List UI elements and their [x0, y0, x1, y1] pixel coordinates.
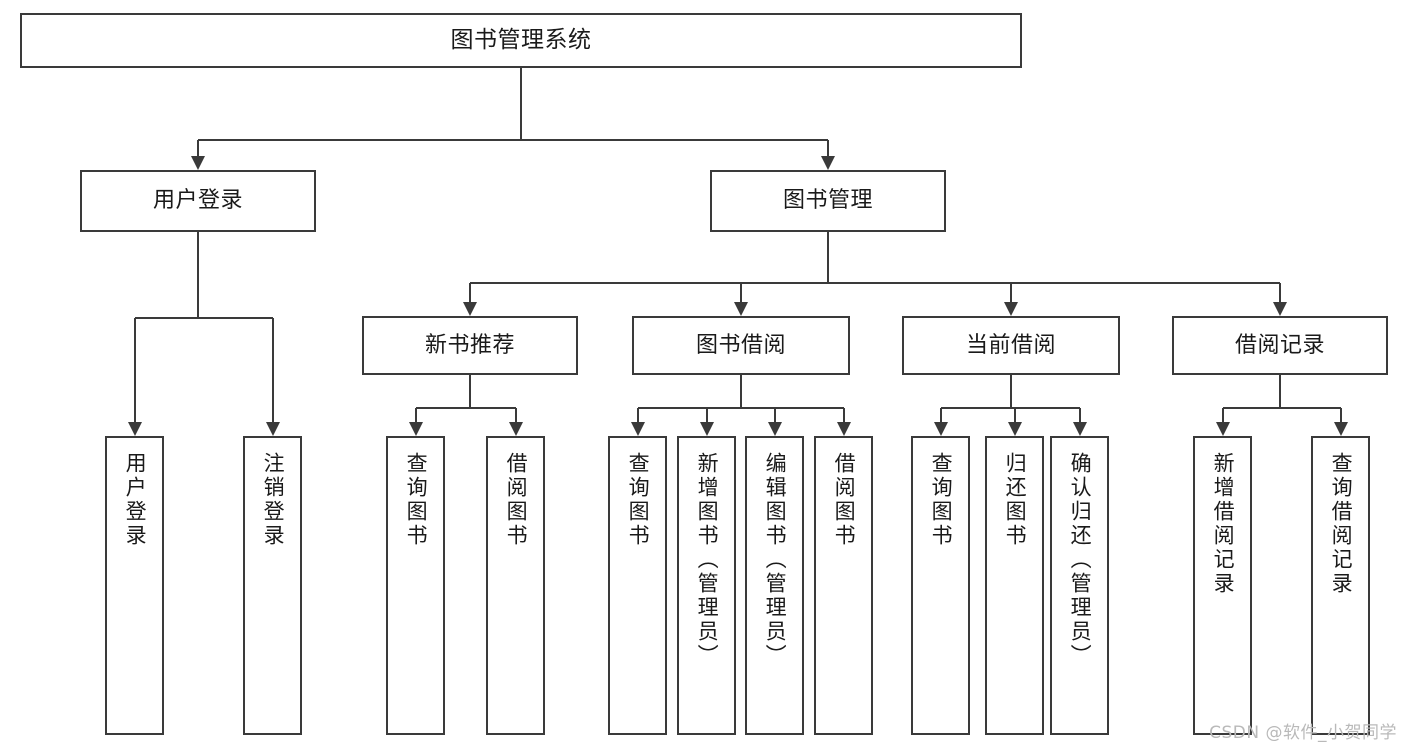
connector-line [271, 318, 274, 423]
node-book-borrow[interactable]: 图书借阅 [632, 316, 850, 375]
node-book-manage[interactable]: 图书管理 [710, 170, 946, 232]
node-label: 新增借阅记录 [1211, 452, 1236, 596]
node-label: 确认归还（管理员） [1068, 452, 1093, 668]
node-leaf-query-book-1[interactable]: 查询图书 [386, 436, 445, 735]
arrow-head-icon [463, 302, 477, 316]
connector-line [198, 139, 828, 141]
connector-line [740, 375, 742, 408]
node-label: 当前借阅 [965, 332, 1056, 358]
node-label: 新增图书（管理员） [695, 452, 720, 668]
node-label: 图书管理 [782, 188, 873, 214]
arrow-head-icon [191, 156, 205, 170]
arrow-head-icon [734, 302, 748, 316]
connector-line [415, 407, 516, 409]
connector-line [414, 408, 417, 423]
connector-line [134, 317, 273, 319]
connector-line [1010, 375, 1012, 408]
node-label: 新书推荐 [424, 332, 515, 358]
arrow-head-icon [1215, 422, 1230, 436]
connector-line [1279, 283, 1281, 303]
node-label: 查询图书 [626, 452, 651, 548]
node-label: 查询图书 [929, 452, 954, 548]
node-leaf-user-logout[interactable]: 注销登录 [243, 436, 302, 735]
arrow-head-icon [1273, 302, 1287, 316]
connector-line [1221, 408, 1224, 423]
node-leaf-query-book-3[interactable]: 查询图书 [911, 436, 970, 735]
connector-line [470, 282, 1280, 284]
connector-line [1279, 375, 1281, 408]
connector-line [827, 140, 829, 157]
arrow-head-icon [265, 422, 280, 436]
arrow-head-icon [127, 422, 142, 436]
connector-line [197, 232, 199, 318]
connector-line [827, 232, 829, 283]
arrow-head-icon [1004, 302, 1018, 316]
arrow-head-icon [508, 422, 523, 436]
connector-line [1078, 408, 1081, 423]
arrow-head-icon [767, 422, 782, 436]
node-new-book-recommend[interactable]: 新书推荐 [362, 316, 578, 375]
node-label: 用户登录 [152, 188, 243, 214]
node-leaf-confirm-return[interactable]: 确认归还（管理员） [1050, 436, 1109, 735]
arrow-head-icon [408, 422, 423, 436]
arrow-head-icon [933, 422, 948, 436]
node-label: 查询借阅记录 [1329, 452, 1354, 596]
node-leaf-add-book[interactable]: 新增图书（管理员） [677, 436, 736, 735]
arrow-head-icon [1072, 422, 1087, 436]
arrow-head-icon [836, 422, 851, 436]
node-leaf-query-record[interactable]: 查询借阅记录 [1311, 436, 1370, 735]
node-label: 注销登录 [261, 452, 286, 548]
node-leaf-user-login[interactable]: 用户登录 [105, 436, 164, 735]
node-user-login[interactable]: 用户登录 [80, 170, 316, 232]
node-label: 编辑图书（管理员） [763, 452, 788, 668]
node-label: 借阅记录 [1234, 332, 1325, 358]
node-label: 归还图书 [1003, 452, 1028, 548]
arrow-head-icon [630, 422, 645, 436]
arrow-head-icon [821, 156, 835, 170]
node-borrow-record[interactable]: 借阅记录 [1172, 316, 1388, 375]
connector-line [637, 407, 844, 409]
connector-line [514, 408, 517, 423]
connector-line [469, 283, 471, 303]
connector-line [133, 318, 136, 423]
node-current-borrow[interactable]: 当前借阅 [902, 316, 1120, 375]
arrow-head-icon [1007, 422, 1022, 436]
connector-line [197, 140, 199, 157]
node-label: 借阅图书 [832, 452, 857, 548]
connector-line [1222, 407, 1341, 409]
node-label: 借阅图书 [504, 452, 529, 548]
node-leaf-borrow-book-2[interactable]: 借阅图书 [814, 436, 873, 735]
connector-line [636, 408, 639, 423]
arrow-head-icon [699, 422, 714, 436]
node-leaf-return-book[interactable]: 归还图书 [985, 436, 1044, 735]
connector-line [773, 408, 776, 423]
connector-line [705, 408, 708, 423]
node-label: 图书管理系统 [450, 26, 592, 53]
connector-line [842, 408, 845, 423]
arrow-head-icon [1333, 422, 1348, 436]
node-label: 查询图书 [404, 452, 429, 548]
node-leaf-borrow-book-1[interactable]: 借阅图书 [486, 436, 545, 735]
node-leaf-query-book-2[interactable]: 查询图书 [608, 436, 667, 735]
connector-line [1013, 408, 1016, 423]
connector-line [469, 375, 471, 408]
node-leaf-add-record[interactable]: 新增借阅记录 [1193, 436, 1252, 735]
connector-line [520, 68, 522, 140]
node-label: 用户登录 [123, 452, 148, 548]
connector-line [740, 283, 742, 303]
node-label: 图书借阅 [695, 332, 786, 358]
connector-line [1339, 408, 1342, 423]
connector-line [939, 408, 942, 423]
node-book-management-system[interactable]: 图书管理系统 [20, 13, 1022, 68]
connector-line [1010, 283, 1012, 303]
node-leaf-edit-book[interactable]: 编辑图书（管理员） [745, 436, 804, 735]
connector-line [940, 407, 1080, 409]
